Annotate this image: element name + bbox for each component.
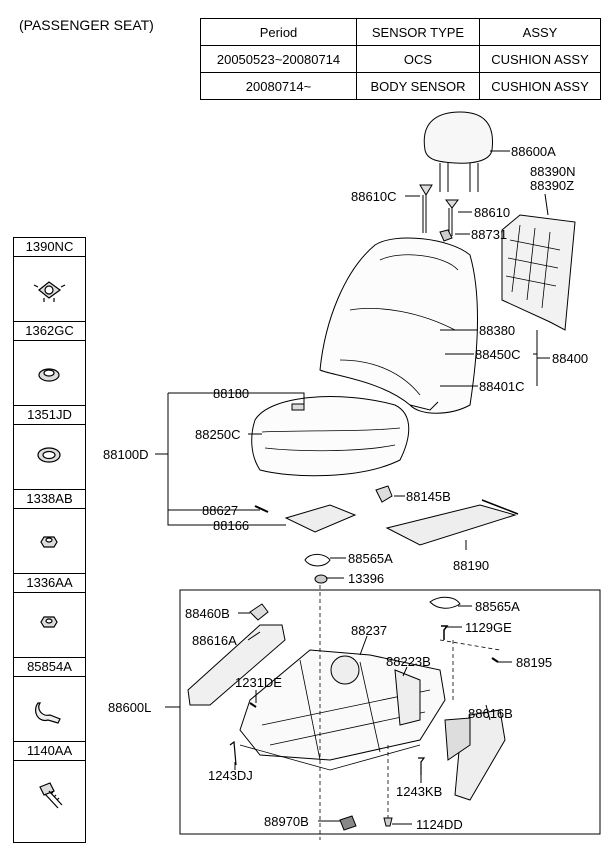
part-88250C: 88250C (195, 427, 241, 442)
bolt-1124DD (383, 817, 393, 827)
cable-clamp-icon (35, 702, 61, 724)
part-88610: 88610 (474, 205, 511, 220)
part-88145B: 88145B (406, 489, 451, 504)
part-1243KB: 1243KB (396, 784, 443, 799)
seat-cushion (251, 396, 410, 477)
table-row: 20080714~ BODY SENSOR CUSHION ASSY (200, 72, 601, 100)
bolt-1243KB (418, 757, 426, 775)
part-88390Z: 88390Z (530, 178, 575, 193)
legend-cell (14, 761, 85, 842)
table-cell: BODY SENSOR (356, 72, 480, 100)
bolt-1231DE (249, 702, 257, 708)
legend-cell (14, 509, 85, 574)
legend-cell (14, 341, 85, 406)
part-88195: 88195 (516, 655, 553, 670)
backrest-cover (319, 237, 478, 414)
sensor-mat-88190 (385, 504, 517, 546)
part-88237: 88237 (351, 623, 388, 638)
legend-code: 1390NC (14, 238, 85, 257)
seat-track-assy (239, 649, 446, 761)
part-88610C: 88610C (351, 189, 397, 204)
bolt-88195 (491, 657, 499, 663)
ring-grommet-icon (37, 447, 61, 463)
part-88390N: 88390N (530, 164, 576, 179)
table-cell: CUSHION ASSY (479, 72, 601, 100)
clamp-88565A-2 (429, 596, 461, 609)
side-cover-88616A (187, 624, 286, 706)
part-88450C: 88450C (475, 347, 521, 362)
part-1231DE: 1231DE (235, 675, 282, 690)
legend-code: 1351JD (14, 406, 85, 425)
nut-13396 (314, 574, 328, 584)
part-13396: 13396 (348, 571, 385, 586)
clip-88970B (339, 815, 357, 831)
part-88400: 88400 (552, 351, 589, 366)
legend-code: 1338AB (14, 490, 85, 509)
fastener-legend: 1390NC 1362GC 1351JD 1338AB (13, 237, 86, 843)
page-title: (PASSENGER SEAT) (19, 17, 154, 33)
guide-bolt-left (419, 184, 433, 233)
part-88190: 88190 (453, 558, 490, 573)
knob-88616B (444, 717, 471, 761)
legend-cell (14, 257, 85, 322)
part-88460B: 88460B (185, 606, 230, 621)
part-88970B: 88970B (264, 814, 309, 829)
legend-cell (14, 677, 85, 742)
part-88616B: 88616B (468, 706, 513, 721)
part-88731: 88731 (471, 227, 508, 242)
legend-code: 1140AA (14, 742, 85, 761)
clip-88627 (254, 505, 269, 513)
bolt-1243DJ (229, 740, 237, 766)
legend-code: 1362GC (14, 322, 85, 341)
headrest-shape (423, 111, 494, 164)
column-header: SENSOR TYPE (356, 18, 480, 46)
clamp-88565A-1 (304, 553, 331, 567)
sensor-spec-table: Period SENSOR TYPE ASSY 20050523~2008071… (200, 18, 601, 100)
column-header: Period (200, 18, 357, 46)
table-cell: 20080714~ (200, 72, 357, 100)
part-88600L: 88600L (108, 700, 152, 715)
table-header-row: Period SENSOR TYPE ASSY (200, 18, 601, 46)
plastic-clip-icon (33, 281, 66, 302)
bolt-1129GE (441, 625, 449, 640)
nut-icon (40, 536, 58, 548)
recliner-88237 (330, 655, 360, 685)
part-88565A-2: 88565A (475, 599, 520, 614)
part-88223B: 88223B (386, 654, 431, 669)
bolt-icon (39, 782, 63, 809)
part-88401C: 88401C (479, 379, 525, 394)
part-88180: 88180 (213, 386, 250, 401)
part-88616A: 88616A (192, 633, 237, 648)
link-88223B (394, 669, 421, 726)
part-1129GE: 1129GE (465, 620, 512, 635)
table-cell: 20050523~20080714 (200, 45, 357, 73)
hex-nut-icon (40, 616, 58, 628)
frame-box-88600L (179, 589, 601, 835)
back-frame (501, 214, 576, 331)
part-88600A: 88600A (511, 144, 556, 159)
legend-code: 1336AA (14, 574, 85, 593)
legend-cell (14, 425, 85, 490)
part-88166: 88166 (213, 518, 250, 533)
sensor-clip-88145B (375, 485, 393, 503)
part-1124DD: 1124DD (416, 817, 463, 832)
grommet-icon (38, 368, 60, 382)
legend-code: 85854A (14, 658, 85, 677)
legend-cell (14, 593, 85, 658)
part-1243DJ: 1243DJ (208, 768, 253, 783)
part-88100D: 88100D (103, 447, 149, 462)
column-header: ASSY (479, 18, 601, 46)
lever-88460B (249, 603, 269, 621)
table-row: 20050523~20080714 OCS CUSHION ASSY (200, 45, 601, 73)
part-88627: 88627 (202, 503, 239, 518)
part-88565A: 88565A (348, 551, 393, 566)
pad-88166 (284, 504, 357, 533)
part-88380: 88380 (479, 323, 516, 338)
guide-bolt-right (445, 199, 459, 236)
